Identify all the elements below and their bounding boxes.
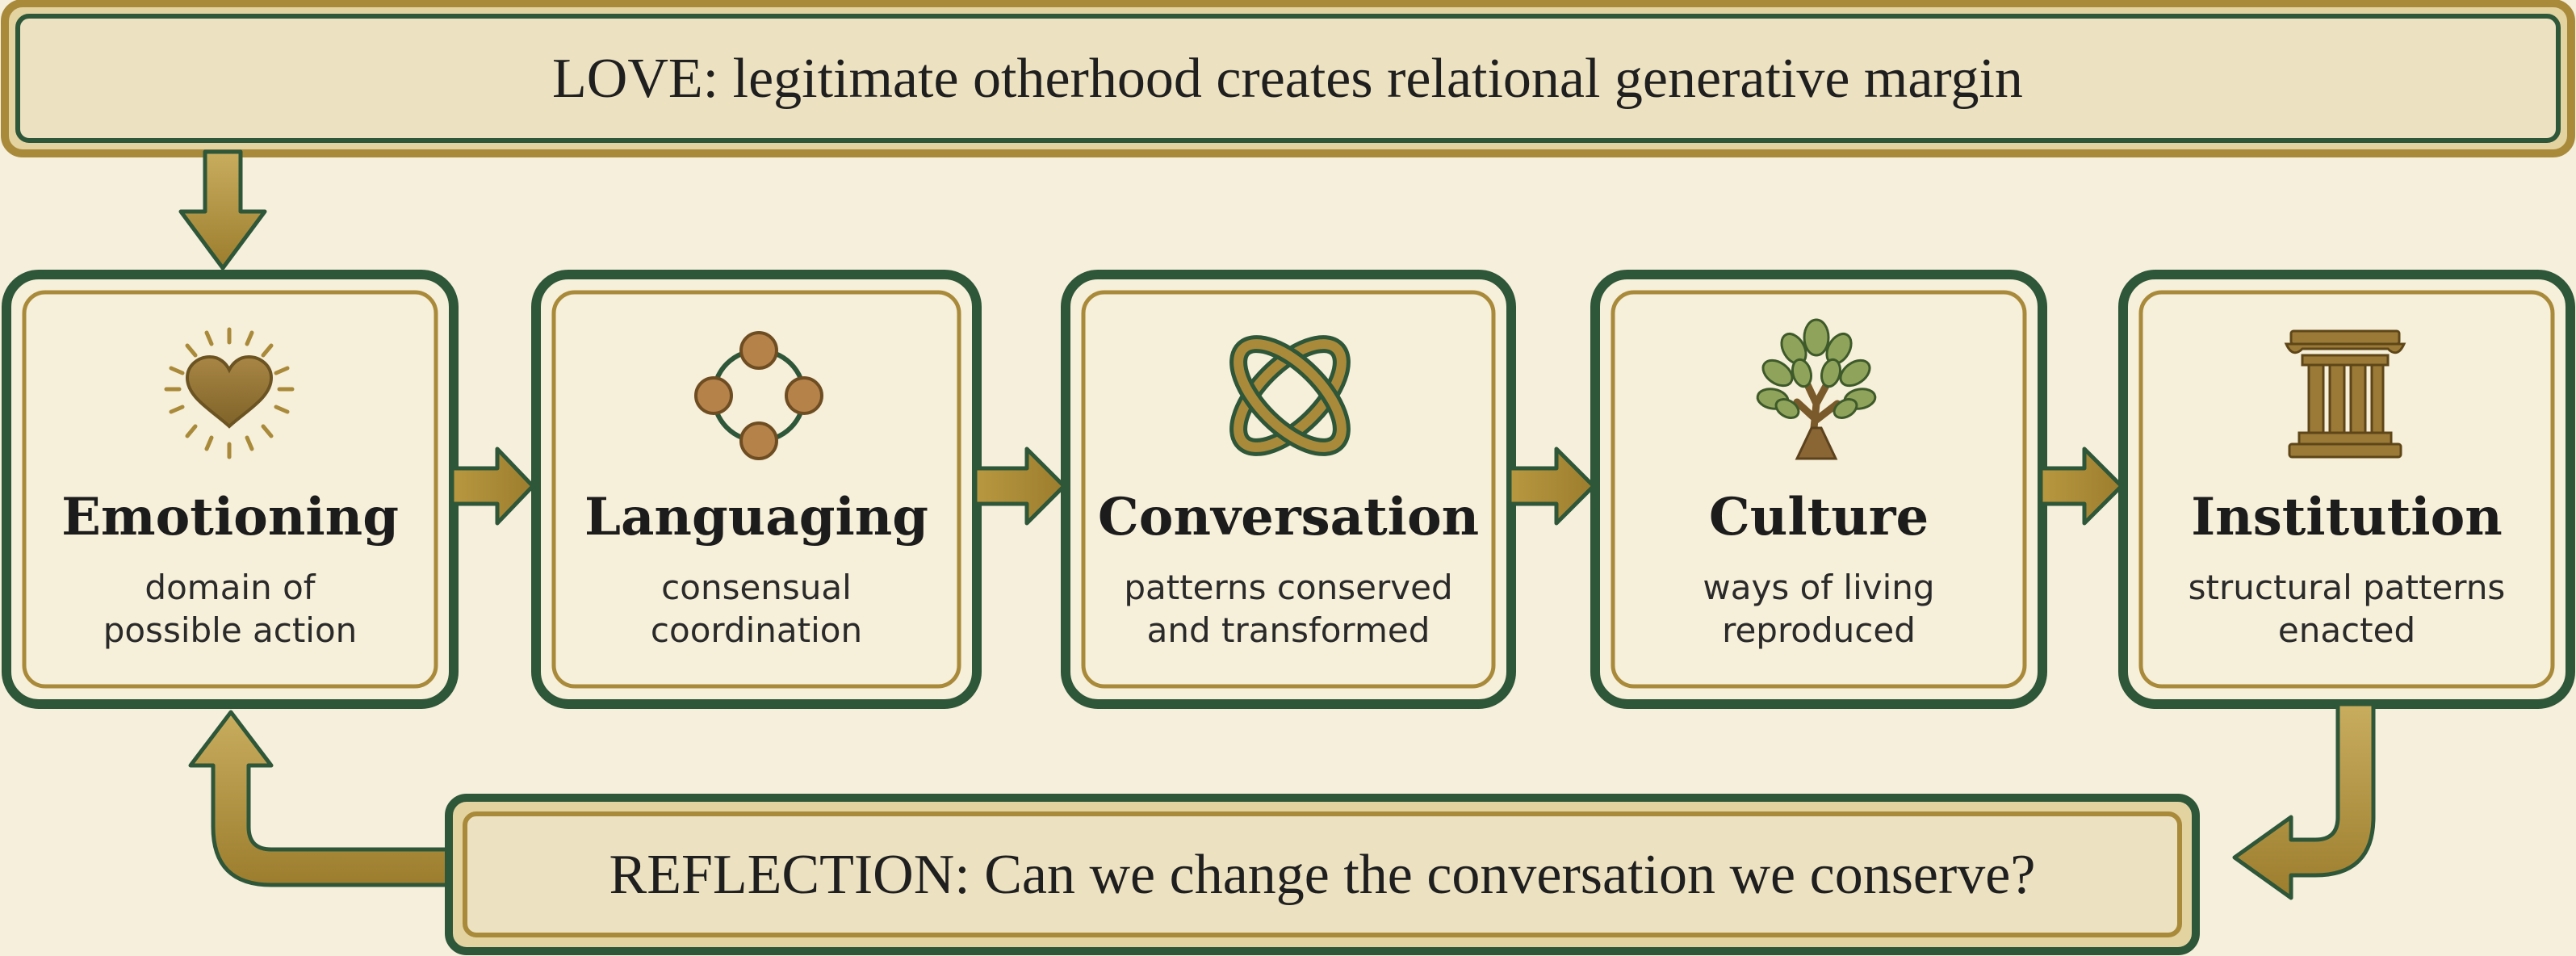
stage-subtitle-line2: reproduced — [1722, 610, 1916, 650]
arrow-institution-to-reflection — [2232, 702, 2376, 900]
bottom-banner: REFLECTION: Can we change the conversati… — [445, 794, 2200, 955]
stage-subtitle-line1: patterns conserved — [1124, 568, 1452, 607]
bottom-banner-text: REFLECTION: Can we change the conversati… — [609, 844, 2036, 906]
arrow-emotioning-to-languaging — [450, 447, 535, 526]
stage-subtitle-line2: and transformed — [1147, 610, 1430, 650]
arrow-culture-to-institution — [2038, 447, 2124, 526]
arrow-languaging-to-conversation — [973, 447, 1066, 526]
stage-emotioning: Emotioning domain of possible action — [2, 270, 459, 709]
stage-subtitle-line2: enacted — [2278, 610, 2415, 650]
stage-subtitle-line2: coordination — [651, 610, 862, 650]
stage-title: Emotioning — [61, 487, 399, 547]
tree-icon — [1756, 318, 1877, 460]
arrow-reflection-to-emotioning — [188, 710, 456, 887]
stage-conversation: Conversation patterns conserved and tran… — [1061, 270, 1516, 709]
stage-title: Conversation — [1098, 487, 1479, 547]
stage-subtitle-line1: ways of living — [1703, 568, 1934, 607]
stage-culture: Culture ways of living reproduced — [1590, 270, 2047, 709]
stage-subtitle-line2: possible action — [103, 610, 358, 650]
stage-institution: Institution structural patterns enacted — [2118, 270, 2575, 709]
connected-circles-icon — [694, 331, 823, 460]
stage-title: Languaging — [584, 487, 928, 547]
heart-radiant-icon — [164, 327, 295, 459]
stage-languaging: Languaging consensual coordination — [531, 270, 982, 709]
top-banner: LOVE: legitimate otherhood creates relat… — [1, 0, 2575, 157]
stage-subtitle-line1: consensual — [661, 568, 852, 607]
pillar-icon — [2284, 329, 2406, 459]
arrow-conversation-to-culture — [1507, 447, 1596, 526]
top-banner-text: LOVE: legitimate otherhood creates relat… — [552, 48, 2023, 110]
stage-subtitle-line1: domain of — [145, 568, 316, 607]
arrow-down-love-to-emotioning — [178, 149, 267, 270]
stage-subtitle-line1: structural patterns — [2189, 568, 2506, 607]
interlocking-rings-icon — [1229, 335, 1351, 456]
stage-title: Culture — [1709, 487, 1929, 547]
stage-title: Institution — [2191, 487, 2503, 547]
